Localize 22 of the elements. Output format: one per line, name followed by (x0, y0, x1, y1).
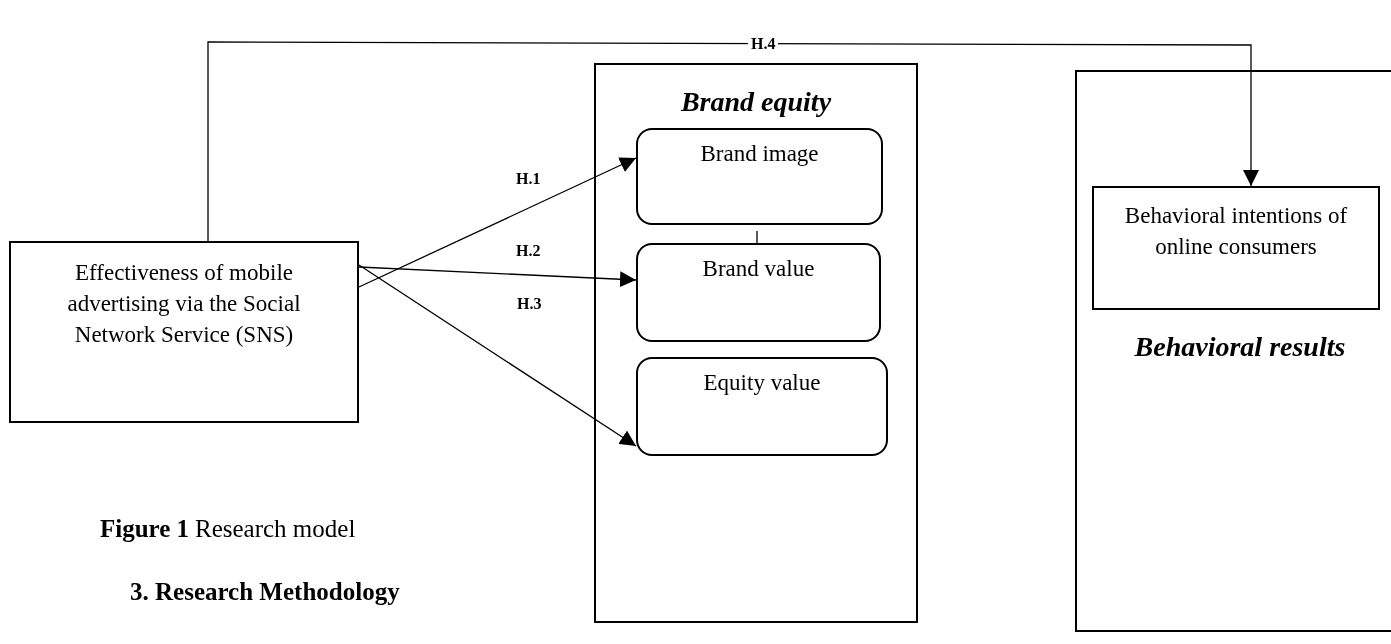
group-title: Brand equity (679, 85, 833, 119)
connector-line (756, 230, 758, 244)
node-label: Brand image (699, 140, 820, 168)
construct-box (636, 243, 881, 342)
group-title: Behavioral results (1133, 330, 1347, 364)
arrow (358, 266, 637, 288)
figure-caption: Research model (195, 515, 356, 543)
node-label: Brand value (701, 255, 816, 283)
arrow (358, 264, 637, 447)
arrow (207, 41, 1259, 242)
process-box (9, 241, 359, 423)
process-box (1092, 186, 1380, 310)
figure-number: Figure 1 (100, 515, 190, 543)
arrow (358, 157, 637, 288)
node-label: Equity value (702, 369, 822, 397)
group-container (1075, 70, 1391, 632)
node-label: Effectiveness of mobile advertising via the Social Network Service (SNS) (66, 259, 302, 349)
construct-box (636, 357, 888, 456)
node-label: Behavioral intentions of online consumers (1123, 202, 1349, 261)
construct-box (636, 128, 883, 225)
section-heading: 3. Research Methodology (130, 578, 400, 606)
group-container (594, 63, 918, 623)
